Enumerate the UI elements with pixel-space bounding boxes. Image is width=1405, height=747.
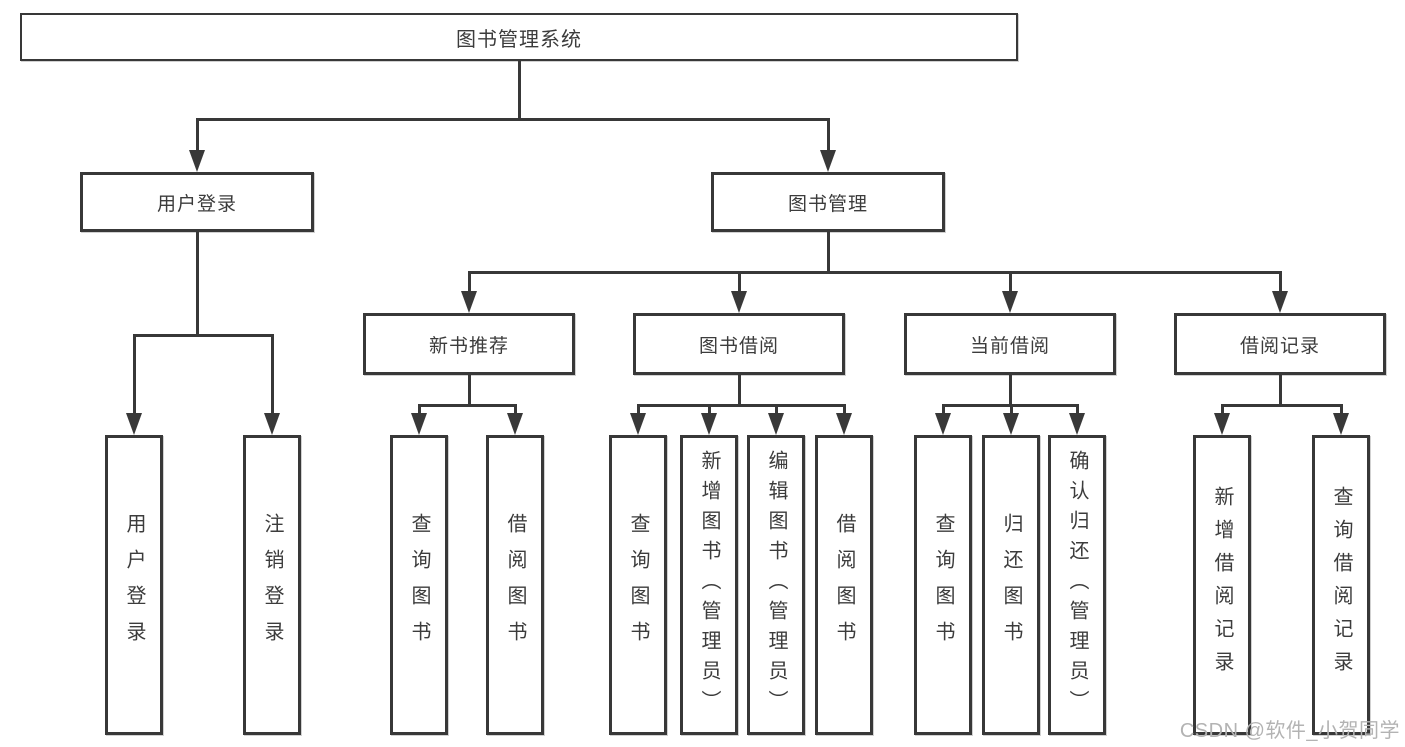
node-label: 图书管理 [787, 193, 868, 215]
connector-segment [1009, 375, 1012, 406]
arrowhead-down-icon [820, 150, 836, 172]
node-book-borrowing: 图书借阅 [633, 313, 845, 375]
leaf-return-books: 归还图书 [982, 435, 1040, 735]
node-label: 查询图书 [932, 513, 954, 657]
watermark: CSDN @软件_小贺同学 [1179, 720, 1400, 742]
connector-segment [942, 404, 945, 417]
leaf-edit-books-admin: 编辑图书（管理员） [747, 435, 805, 735]
connector-segment [775, 404, 778, 417]
node-new-book-recommendation: 新书推荐 [363, 313, 575, 375]
node-user-login: 用户登录 [80, 172, 314, 232]
connector-segment [843, 404, 846, 417]
connector-segment [1076, 404, 1079, 417]
arrowhead-down-icon [1272, 291, 1288, 313]
node-borrowing-records: 借阅记录 [1174, 313, 1386, 375]
connector-segment [1221, 404, 1343, 407]
node-label: 用户登录 [123, 513, 145, 657]
connector-segment [418, 404, 517, 407]
connector-segment [468, 375, 471, 406]
connector-segment [196, 232, 199, 336]
connector-segment [1279, 375, 1282, 406]
connector-segment [738, 375, 741, 406]
arrowhead-down-icon [411, 413, 427, 435]
connector-segment [1340, 404, 1343, 417]
connector-segment [827, 118, 830, 152]
connector-segment [518, 61, 521, 119]
arrowhead-down-icon [1214, 413, 1230, 435]
arrowhead-down-icon [507, 413, 523, 435]
leaf-borrow-books-borrowing: 借阅图书 [815, 435, 873, 735]
node-label: 注销登录 [261, 513, 283, 657]
leaf-query-books-recommend: 查询图书 [390, 435, 448, 735]
connector-segment [196, 118, 830, 121]
connector-segment [418, 404, 421, 417]
node-label: 确认归还（管理员） [1066, 450, 1088, 720]
leaf-query-books-borrowing: 查询图书 [609, 435, 667, 735]
node-library-management-system: 图书管理系统 [20, 13, 1018, 61]
arrowhead-down-icon [1333, 413, 1349, 435]
node-label: 新增图书（管理员） [698, 450, 720, 720]
node-label: 图书管理系统 [456, 28, 582, 51]
connector-segment [133, 334, 274, 337]
arrowhead-down-icon [461, 291, 477, 313]
leaf-query-borrow-record: 查询借阅记录 [1312, 435, 1370, 735]
connector-segment [1221, 404, 1224, 417]
connector-segment [133, 334, 136, 415]
node-label: 查询图书 [408, 513, 430, 657]
node-label: 用户登录 [156, 193, 237, 215]
node-label: 查询借阅记录 [1330, 486, 1352, 684]
arrowhead-down-icon [701, 413, 717, 435]
node-label: 新书推荐 [428, 335, 509, 357]
arrowhead-down-icon [630, 413, 646, 435]
connector-segment [1010, 404, 1013, 417]
arrowhead-down-icon [189, 150, 205, 172]
connector-segment [1009, 271, 1012, 293]
arrowhead-down-icon [1002, 291, 1018, 313]
node-label: 查询图书 [627, 513, 649, 657]
connector-segment [514, 404, 517, 417]
connector-segment [738, 271, 741, 293]
node-current-borrowing: 当前借阅 [904, 313, 1116, 375]
node-label: 归还图书 [1000, 513, 1022, 657]
node-label: 借阅图书 [504, 513, 526, 657]
leaf-add-books-admin: 新增图书（管理员） [680, 435, 738, 735]
node-label: 新增借阅记录 [1211, 486, 1233, 684]
connector-segment [271, 334, 274, 415]
connector-segment [827, 232, 830, 273]
arrowhead-down-icon [126, 413, 142, 435]
node-label: 图书借阅 [698, 335, 779, 357]
arrowhead-down-icon [768, 413, 784, 435]
connector-segment [468, 271, 471, 293]
connector-segment [637, 404, 846, 407]
connector-segment [468, 271, 1282, 274]
leaf-confirm-return-admin: 确认归还（管理员） [1048, 435, 1106, 735]
connector-segment [637, 404, 640, 417]
arrowhead-down-icon [935, 413, 951, 435]
arrowhead-down-icon [1003, 413, 1019, 435]
arrowhead-down-icon [264, 413, 280, 435]
leaf-logout: 注销登录 [243, 435, 301, 735]
connector-segment [196, 118, 199, 152]
leaf-query-books-current: 查询图书 [914, 435, 972, 735]
arrowhead-down-icon [1069, 413, 1085, 435]
node-label: 借阅图书 [833, 513, 855, 657]
node-book-management: 图书管理 [711, 172, 945, 232]
node-label: 当前借阅 [969, 335, 1050, 357]
arrowhead-down-icon [731, 291, 747, 313]
connector-segment [708, 404, 711, 417]
node-label: 编辑图书（管理员） [765, 450, 787, 720]
node-label: 借阅记录 [1239, 335, 1320, 357]
leaf-borrow-books-recommend: 借阅图书 [486, 435, 544, 735]
connector-segment [1279, 271, 1282, 293]
arrowhead-down-icon [836, 413, 852, 435]
leaf-user-login: 用户登录 [105, 435, 163, 735]
leaf-add-borrow-record: 新增借阅记录 [1193, 435, 1251, 735]
